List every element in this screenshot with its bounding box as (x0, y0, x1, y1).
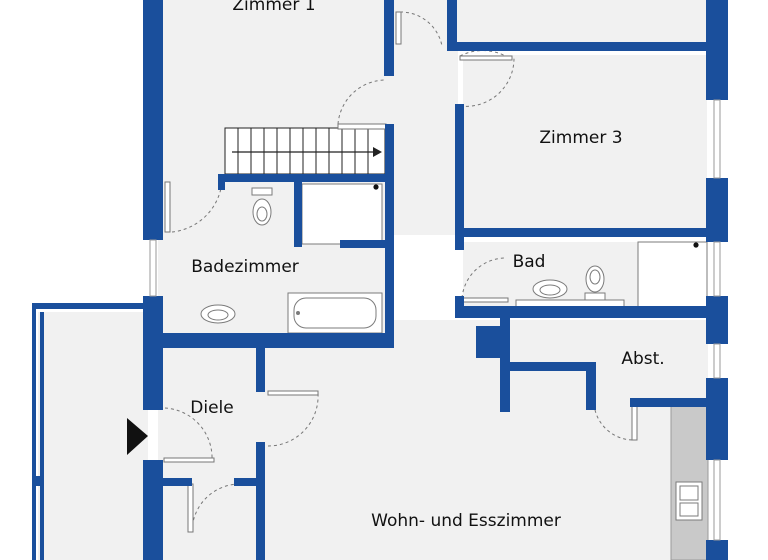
door-bad (461, 257, 507, 299)
wall (447, 42, 708, 51)
room-label-zimmer3: Zimmer 3 (539, 128, 622, 148)
door-zimmer1 (399, 11, 443, 47)
sink-bowl (207, 309, 229, 321)
bathtub (287, 292, 383, 334)
room-label-badezimmer: Badezimmer (191, 257, 299, 277)
toilet-seat (256, 206, 268, 222)
kitchen-counter (670, 403, 709, 560)
sink-basin (200, 304, 236, 324)
stair-arrow-icon (373, 147, 382, 157)
staircase-outline (224, 127, 386, 175)
toilet-bad (584, 265, 606, 301)
wall (455, 306, 708, 318)
wall (32, 303, 150, 309)
door-leaf (395, 11, 402, 45)
room-label-abst: Abst. (621, 349, 664, 369)
wall (143, 460, 163, 560)
door-leaf (164, 181, 171, 233)
door-leaf (337, 123, 387, 130)
door-leaf (267, 390, 319, 396)
room-label-wohn: Wohn- und Esszimmer (371, 511, 561, 531)
wall (586, 362, 596, 410)
shower-tray (301, 183, 383, 245)
bathtub-inner (293, 297, 377, 329)
wall (706, 378, 728, 460)
kitchen-sink-drainboard (679, 502, 699, 517)
window (149, 239, 157, 297)
floor-top-right-room (455, 0, 707, 44)
door-stair (337, 79, 387, 125)
wall (455, 228, 708, 237)
window (713, 459, 721, 541)
bathtub-drain (296, 311, 300, 315)
window (713, 241, 721, 297)
toilet-seat (589, 269, 601, 285)
wall (143, 0, 163, 240)
entrance-arrow-icon (127, 418, 148, 455)
shower-drain-bad (693, 242, 699, 248)
toilet-bowl (585, 265, 605, 293)
wall (706, 0, 728, 100)
floor-diele (158, 340, 262, 560)
door-leaf (459, 55, 513, 61)
door-leaf (187, 483, 194, 533)
wall (256, 340, 265, 392)
wall (384, 0, 394, 76)
wall (340, 240, 388, 248)
wall (40, 312, 44, 560)
wall (706, 178, 728, 242)
room-labels: Zimmer 1 Zimmer 3 Badezimmer Bad Abst. D… (190, 0, 664, 531)
sink-basin (532, 279, 568, 299)
floor-zimmer3 (463, 55, 707, 233)
room-label-bad: Bad (513, 252, 546, 272)
wall (455, 296, 464, 318)
wall (294, 182, 302, 247)
wall (158, 333, 394, 348)
shower-drain (373, 184, 379, 190)
wall (706, 540, 728, 560)
door-abst (594, 409, 637, 441)
door-leaf (461, 297, 509, 303)
wall (234, 478, 264, 486)
walls (32, 0, 728, 560)
door-leaf (163, 457, 215, 463)
wall (455, 237, 464, 250)
wall (630, 398, 708, 407)
kitchen-sink-bowl (679, 485, 699, 501)
wall (32, 476, 44, 486)
wall (218, 174, 225, 190)
window (713, 343, 721, 379)
sink-badezimmer (200, 304, 236, 324)
wall (447, 0, 457, 51)
sink-bowl (539, 284, 561, 296)
toilet-cistern (251, 187, 273, 196)
wall (218, 174, 388, 182)
wall (143, 296, 163, 410)
wall (385, 124, 394, 348)
wall (158, 478, 192, 486)
toilet-badezimmer (251, 187, 273, 226)
door-entrance (164, 407, 213, 461)
door-leaves (163, 11, 638, 533)
wall (500, 362, 596, 371)
toilet-cistern (584, 292, 606, 301)
room-label-diele: Diele (190, 398, 233, 418)
window (713, 99, 721, 179)
fixtures (200, 127, 709, 560)
door-zimmer1-left (171, 181, 223, 233)
wall (256, 442, 265, 560)
floor-areas (38, 0, 708, 560)
wall (455, 104, 464, 236)
staircase (224, 127, 386, 175)
toilet-bowl (252, 198, 272, 226)
wall (32, 303, 36, 560)
sink-bad (532, 279, 568, 299)
room-label-zimmer1: Zimmer 1 (232, 0, 315, 15)
shower-area-bad (637, 241, 708, 309)
wall (706, 296, 728, 344)
